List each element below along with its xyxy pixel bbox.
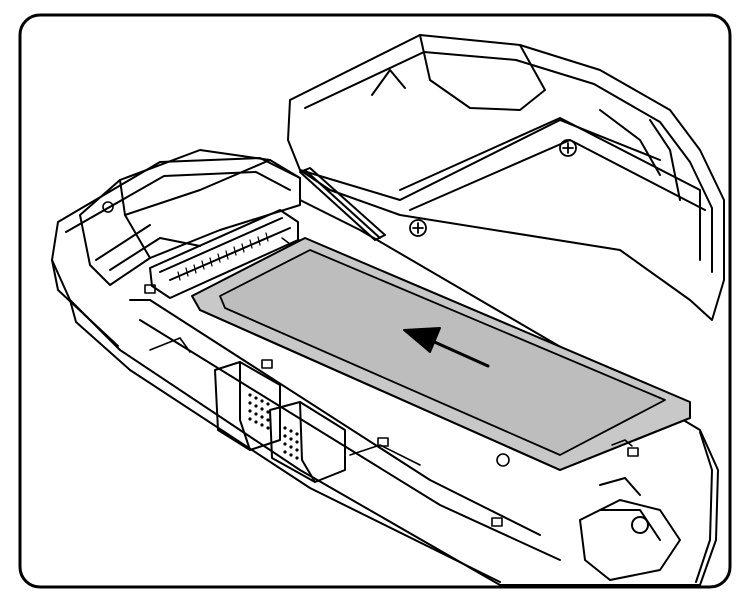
figure-border: [18, 13, 732, 589]
arrow-left-icon: [403, 327, 490, 368]
corner-latch: [579, 477, 681, 581]
enclosure-base: [51, 157, 719, 586]
screw-icon: [409, 139, 577, 237]
hinge-rod: [299, 167, 386, 241]
latch-clip: [214, 361, 346, 483]
m2-ssd-card: [191, 237, 691, 471]
corner-block: [79, 149, 301, 286]
mounting-pegs: [144, 284, 639, 527]
